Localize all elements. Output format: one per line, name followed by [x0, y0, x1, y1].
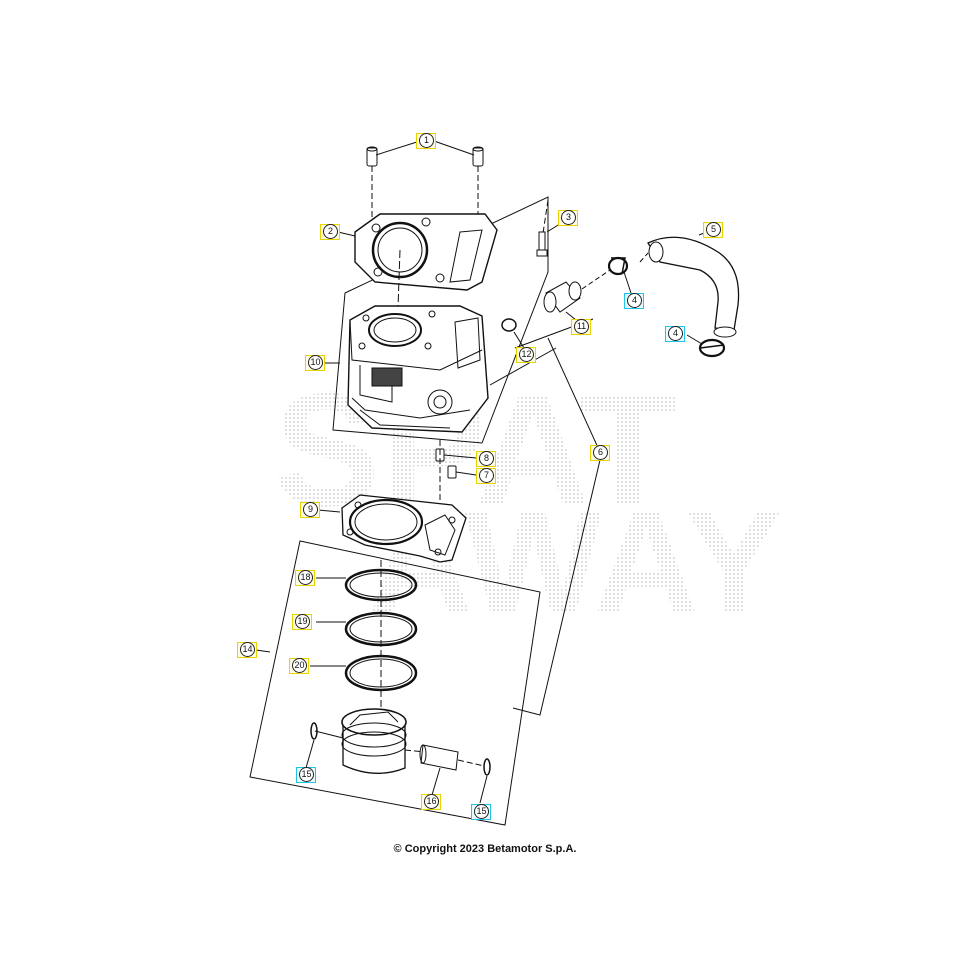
callout-20[interactable]: 20 — [289, 658, 309, 674]
callout-2[interactable]: 2 — [320, 224, 340, 240]
cylinder-block — [347, 305, 489, 433]
callout-12[interactable]: 12 — [516, 347, 536, 363]
pins-7-8 — [435, 440, 477, 512]
callout-16[interactable]: 16 — [421, 794, 441, 810]
piston-group-frame — [249, 540, 541, 826]
callout-15-left[interactable]: 15 — [296, 767, 316, 783]
callout-11[interactable]: 11 — [571, 319, 591, 335]
callout-7[interactable]: 7 — [476, 468, 496, 484]
callout-10[interactable]: 10 — [305, 355, 325, 371]
wrist-pin — [419, 744, 485, 796]
head-gasket — [354, 213, 498, 396]
leader-6-lower — [512, 459, 601, 716]
callout-18[interactable]: 18 — [295, 570, 315, 586]
callout-3[interactable]: 3 — [558, 210, 578, 226]
base-gasket — [341, 494, 467, 563]
piston — [314, 708, 426, 774]
circlips — [305, 722, 491, 804]
callout-15-right[interactable]: 15 — [471, 804, 491, 820]
cylinder-group-frame — [332, 196, 549, 444]
copyright-text: © Copyright 2023 Betamotor S.p.A. — [393, 843, 577, 855]
bolt — [536, 199, 549, 257]
callout-5[interactable]: 5 — [703, 222, 723, 238]
callout-19[interactable]: 19 — [292, 614, 312, 630]
coolant-fitting — [501, 281, 582, 349]
callout-4-upper[interactable]: 4 — [624, 293, 644, 309]
callout-4-lower[interactable]: 4 — [665, 326, 685, 342]
callout-14[interactable]: 14 — [237, 642, 257, 658]
dowel-pins — [366, 140, 484, 220]
piston-rings — [310, 560, 418, 718]
callout-8[interactable]: 8 — [476, 451, 496, 467]
coolant-hose — [581, 229, 740, 358]
callout-9[interactable]: 9 — [300, 502, 320, 518]
callout-1[interactable]: 1 — [416, 133, 436, 149]
callout-6[interactable]: 6 — [590, 445, 610, 461]
